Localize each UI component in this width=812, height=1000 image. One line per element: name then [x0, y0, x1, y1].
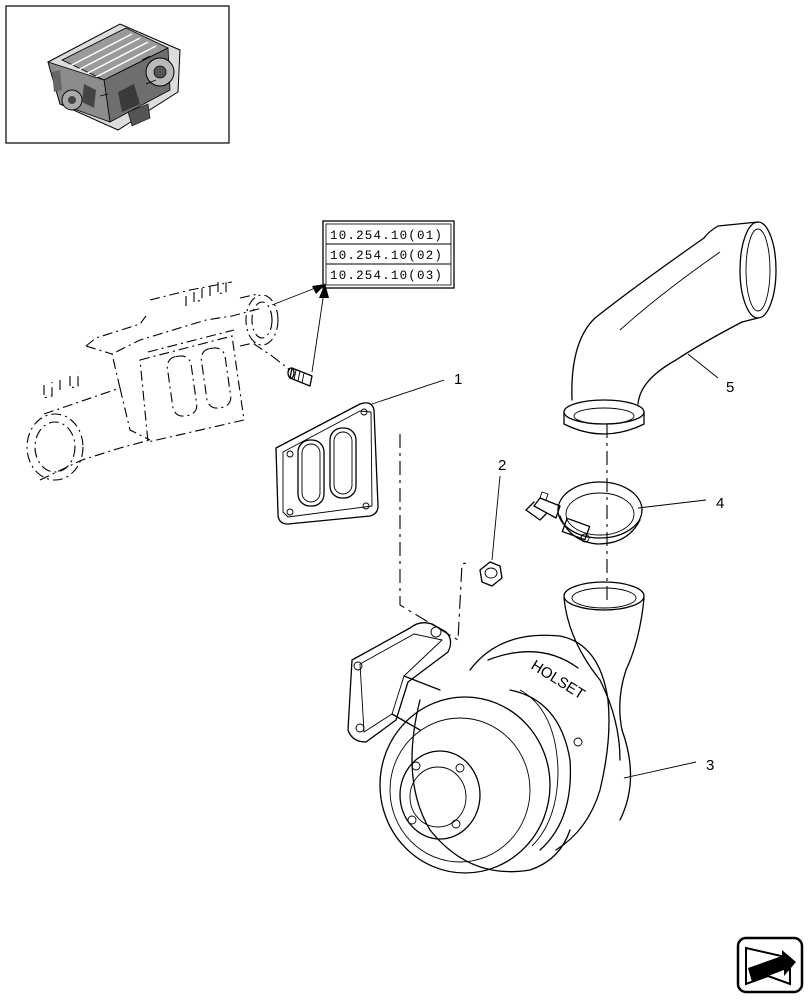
- turbocharger-part-3[interactable]: HOLSET: [347, 581, 645, 874]
- alignment-lines: [399, 424, 608, 641]
- clamp-part-4[interactable]: [525, 481, 643, 545]
- callout-2[interactable]: 2: [498, 457, 506, 474]
- turbo-brand-label: HOLSET: [528, 657, 588, 703]
- reference-box-group: 10.254.10(01) 10.254.10(02) 10.254.10(03…: [322, 220, 455, 289]
- callout-1[interactable]: 1: [454, 371, 462, 388]
- reference-arrows: [271, 283, 329, 373]
- callout-5[interactable]: 5: [726, 379, 734, 396]
- reference-box-3[interactable]: 10.254.10(03): [330, 269, 443, 283]
- reference-box-2[interactable]: 10.254.10(02): [330, 249, 443, 263]
- exhaust-manifold-ghost: [26, 280, 279, 481]
- elbow-pipe-part-5[interactable]: [563, 221, 777, 435]
- callout-leaders: [371, 353, 719, 779]
- callout-3[interactable]: 3: [706, 757, 714, 774]
- callout-4[interactable]: 4: [716, 495, 724, 512]
- reference-box-1[interactable]: 10.254.10(01): [330, 229, 443, 243]
- gasket-part-1[interactable]: [275, 402, 379, 525]
- next-page-arrow-icon[interactable]: [736, 936, 804, 994]
- stud[interactable]: [271, 355, 313, 387]
- nut-part-2[interactable]: [479, 561, 503, 587]
- engine-thumbnail-icon[interactable]: [5, 5, 230, 144]
